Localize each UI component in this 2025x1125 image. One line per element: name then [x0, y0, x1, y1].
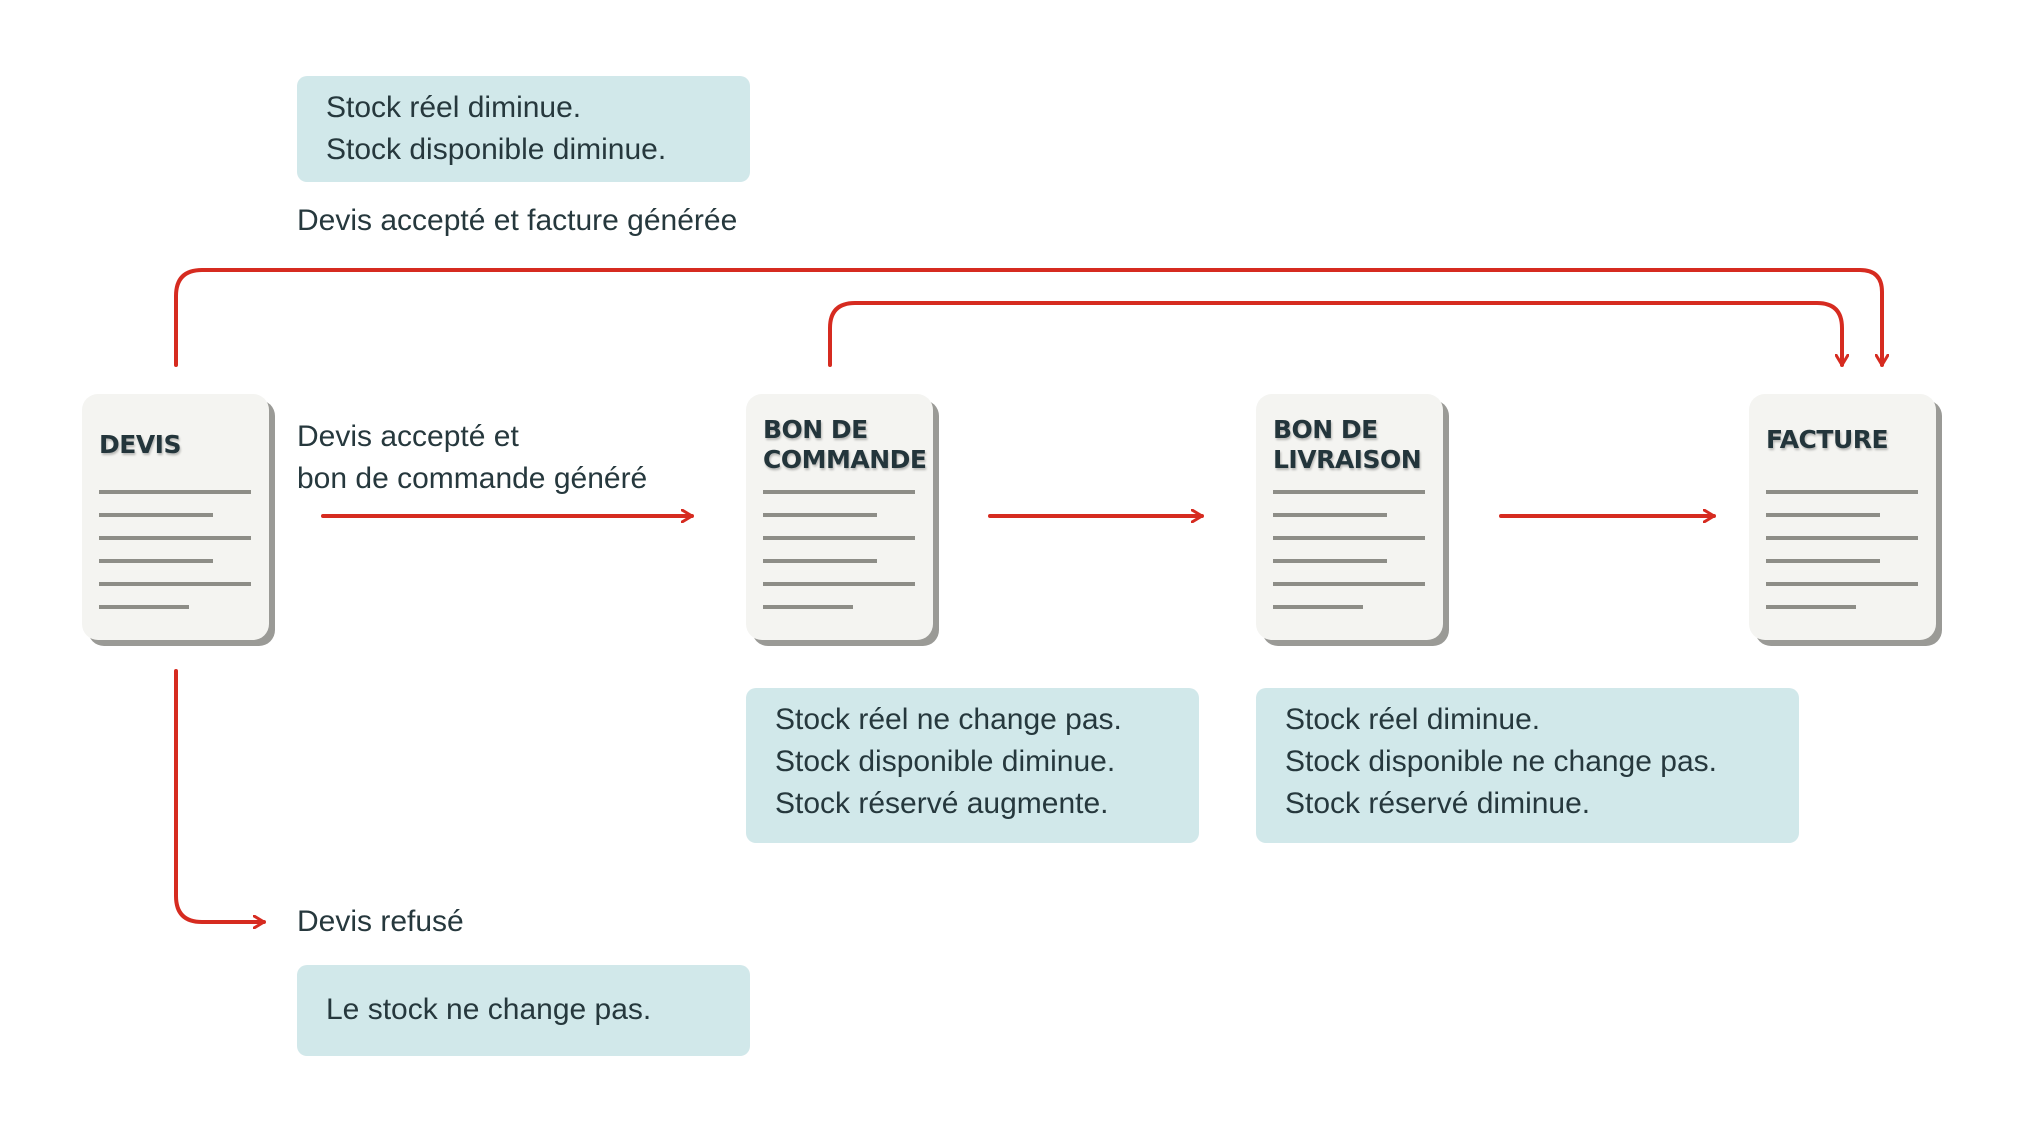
doc-facture: FACTURE — [1749, 394, 1936, 640]
doc-title: FACTURE — [1766, 425, 1889, 455]
note-line: Stock disponible ne change pas. — [1285, 745, 1717, 778]
note-livraison-stock: Stock réel diminue. Stock disponible ne … — [1256, 688, 1799, 843]
doc-text-lines — [99, 490, 251, 628]
note-line: Stock disponible diminue. — [775, 745, 1116, 778]
doc-bon-de-livraison: BON DE LIVRAISON — [1256, 394, 1443, 640]
label-devis-refuse: Devis refusé — [297, 905, 464, 938]
note-refuse-stock: Le stock ne change pas. — [297, 965, 750, 1056]
doc-devis: DEVIS — [82, 394, 269, 640]
doc-title-line: LIVRAISON — [1273, 445, 1422, 474]
doc-title-text: FACTURE — [1766, 425, 1889, 454]
arrow-devis-to-facture — [174, 268, 1882, 367]
doc-text-lines — [763, 490, 915, 628]
doc-title-line: BON DE — [763, 415, 868, 444]
label-commande-generee: Devis accepté et bon de commande généré — [297, 416, 647, 500]
doc-title: BON DE LIVRAISON — [1273, 415, 1422, 475]
arrow-devis-to-refuse — [174, 669, 266, 922]
note-line: Stock réservé augmente. — [775, 787, 1109, 820]
note-line: Stock réel diminue. — [1285, 703, 1541, 736]
doc-title: DEVIS — [99, 430, 182, 460]
note-line: Stock disponible diminue. — [326, 133, 667, 166]
doc-bon-de-commande: BON DE COMMANDE — [746, 394, 933, 640]
doc-title-line: COMMANDE — [763, 445, 927, 474]
arrow-commande-to-facture — [828, 301, 1842, 367]
label-line: Devis accepté et — [297, 420, 519, 453]
note-facture-stock: Stock réel diminue. Stock disponible dim… — [297, 76, 750, 182]
note-line: Le stock ne change pas. — [326, 993, 652, 1026]
doc-text-lines — [1766, 490, 1918, 628]
note-line: Stock réel ne change pas. — [775, 703, 1122, 736]
label-facture-generee: Devis accepté et facture générée — [297, 204, 738, 237]
note-line: Stock réservé diminue. — [1285, 787, 1591, 820]
note-commande-stock: Stock réel ne change pas. Stock disponib… — [746, 688, 1199, 843]
note-line: Stock réel diminue. — [326, 91, 582, 124]
doc-title-line: BON DE — [1273, 415, 1378, 444]
label-line: bon de commande généré — [297, 462, 648, 495]
doc-title-text: DEVIS — [99, 430, 182, 459]
doc-title: BON DE COMMANDE — [763, 415, 927, 475]
doc-text-lines — [1273, 490, 1425, 628]
